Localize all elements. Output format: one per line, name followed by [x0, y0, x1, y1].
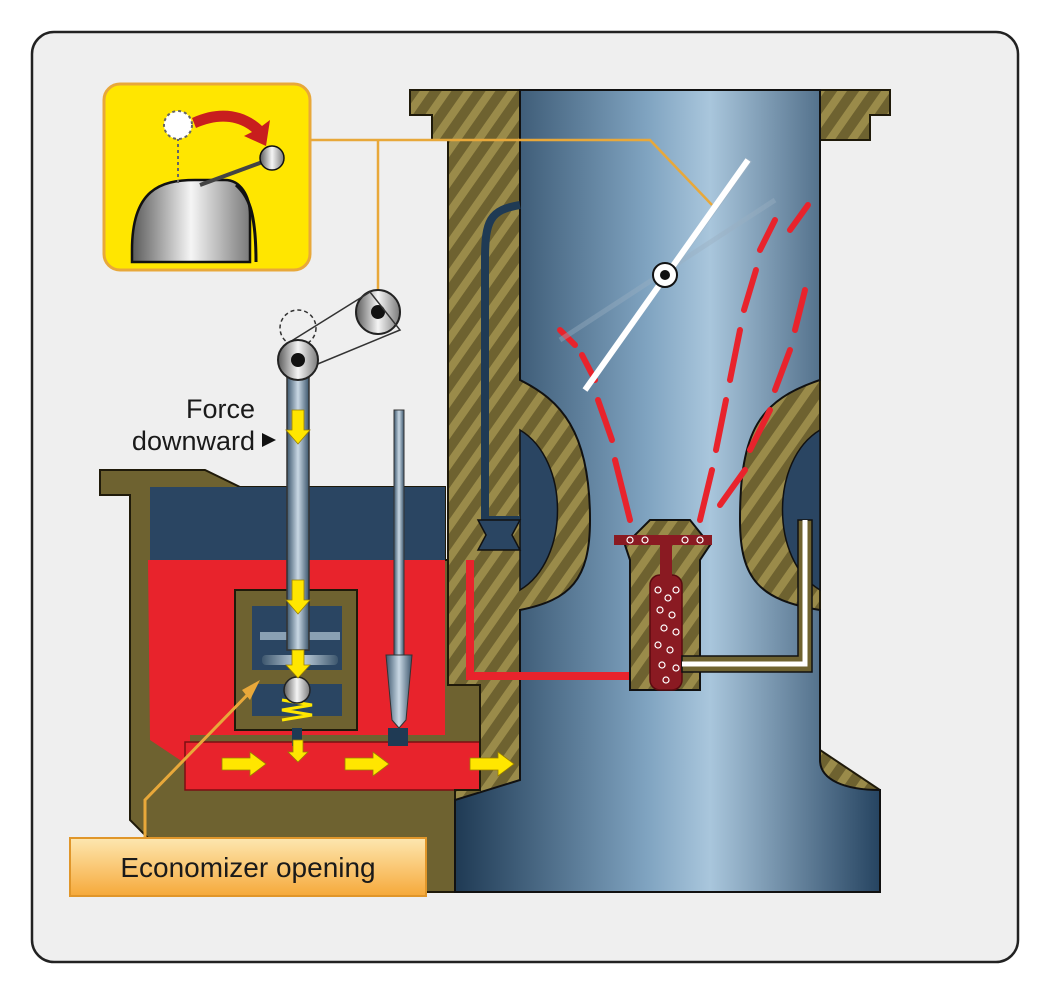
force-label-line2: downward	[132, 426, 255, 456]
economizer-spring	[281, 698, 313, 722]
idle-air-tube-inner	[682, 520, 808, 667]
fuel-air-bubbles	[626, 536, 704, 684]
air-bleed-tube	[481, 201, 521, 524]
needle-seat	[388, 728, 408, 746]
rod-pivot-pin	[291, 353, 305, 367]
fuel-line	[466, 560, 655, 680]
economizer-ball	[283, 676, 311, 704]
economizer-leader-line	[143, 686, 256, 840]
discharge-nozzle-stem	[660, 545, 672, 577]
curved-arrow-icon	[192, 110, 270, 146]
fuel-spray	[557, 202, 811, 523]
throttle-plate	[558, 158, 777, 392]
flow-arrows-right	[221, 751, 515, 777]
needle-tip	[385, 654, 413, 729]
venturi-pocket-left	[519, 428, 559, 592]
throttle-lever-icon	[130, 178, 252, 264]
force-downward-label: Force downward	[132, 394, 276, 456]
economizer-label-text: Economizer opening	[120, 852, 375, 883]
force-arrows-down	[285, 409, 311, 763]
leader-arrowhead	[242, 680, 260, 700]
discharge-nozzle-top	[614, 535, 712, 545]
triangle-right-icon	[262, 433, 276, 447]
float-needle	[393, 409, 405, 661]
throttle-callout	[102, 82, 312, 272]
idle-air-tube	[681, 519, 813, 673]
economizer-jet	[292, 728, 302, 746]
throttle-bore	[454, 89, 881, 893]
air-bleed-valve	[476, 519, 522, 551]
throttle-linkage	[308, 138, 713, 300]
economizer-label-box: Economizer opening	[69, 837, 427, 897]
linkage-pulley	[279, 289, 402, 369]
force-label-line1: Force	[186, 394, 255, 424]
